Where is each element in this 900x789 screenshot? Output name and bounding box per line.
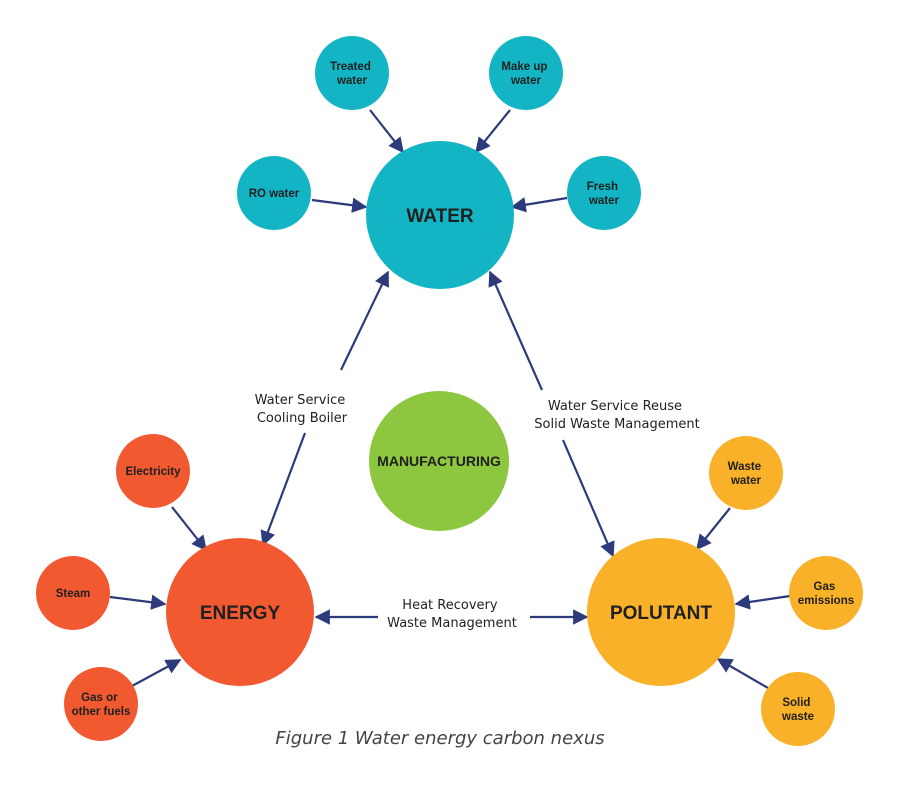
- gas-fuels-label: Gas or other fuels: [72, 692, 131, 718]
- arrow-makeup-to-water: [475, 109, 511, 154]
- arrow-gasemissions-to-pollutant: [734, 594, 791, 610]
- gas-emissions-label: Gas emissions: [798, 581, 854, 607]
- arrow-water-pollutant-lower: [561, 439, 615, 558]
- solid-waste-node: [761, 672, 835, 746]
- treated-water-label: Treated water: [330, 61, 374, 87]
- ro-water-label: RO water: [249, 188, 300, 200]
- water-label: WATER: [406, 206, 473, 227]
- water-pollutant-edge-label: Water Service Reuse Solid Waste Manageme…: [534, 399, 699, 432]
- energy-label: ENERGY: [200, 603, 281, 624]
- arrow-water-pollutant-upper: [488, 270, 544, 391]
- pollutant-node: [587, 538, 735, 686]
- gas-emissions-node: [789, 556, 863, 630]
- waste-water-node: [709, 436, 783, 510]
- fresh-water-node: [567, 156, 641, 230]
- fresh-water-label: Fresh water: [587, 181, 622, 207]
- make-up-water-node: [489, 36, 563, 110]
- make-up-water-label: Make up water: [501, 61, 550, 87]
- arrow-fresh-to-water: [510, 196, 568, 213]
- waste-water-label: Waste water: [728, 461, 765, 487]
- water-energy-edge-label: Water Service Cooling Boiler: [255, 393, 350, 426]
- ro-water-node: [237, 156, 311, 230]
- arrow-water-energy-lower: [260, 432, 307, 547]
- water-node: [366, 141, 514, 289]
- gas-fuels-node: [64, 667, 138, 741]
- arrow-water-energy-upper: [340, 270, 389, 371]
- arrow-electricity-to-energy: [171, 506, 207, 552]
- solid-waste-label: Solid waste: [781, 697, 814, 723]
- energy-node: [166, 538, 314, 686]
- arrow-wastewater-to-pollutant: [696, 507, 731, 551]
- pollutant-label: POLUTANT: [610, 603, 712, 624]
- electricity-label: Electricity: [126, 466, 182, 478]
- steam-node: [36, 556, 110, 630]
- arrow-treated-to-water: [369, 109, 404, 154]
- manufacturing-node: [369, 391, 509, 531]
- figure-caption: Figure 1 Water energy carbon nexus: [275, 728, 604, 749]
- arrow-ro-to-water: [311, 197, 368, 213]
- electricity-node: [116, 434, 190, 508]
- manufacturing-label: MANUFACTURING: [377, 453, 501, 469]
- steam-label: Steam: [56, 588, 91, 600]
- arrow-solidwaste-to-pollutant: [716, 658, 769, 689]
- treated-water-node: [315, 36, 389, 110]
- arrow-gas-to-energy: [131, 659, 182, 687]
- arrow-steam-to-energy: [109, 594, 167, 610]
- energy-pollutant-edge-label: Heat Recovery Waste Management: [387, 598, 517, 631]
